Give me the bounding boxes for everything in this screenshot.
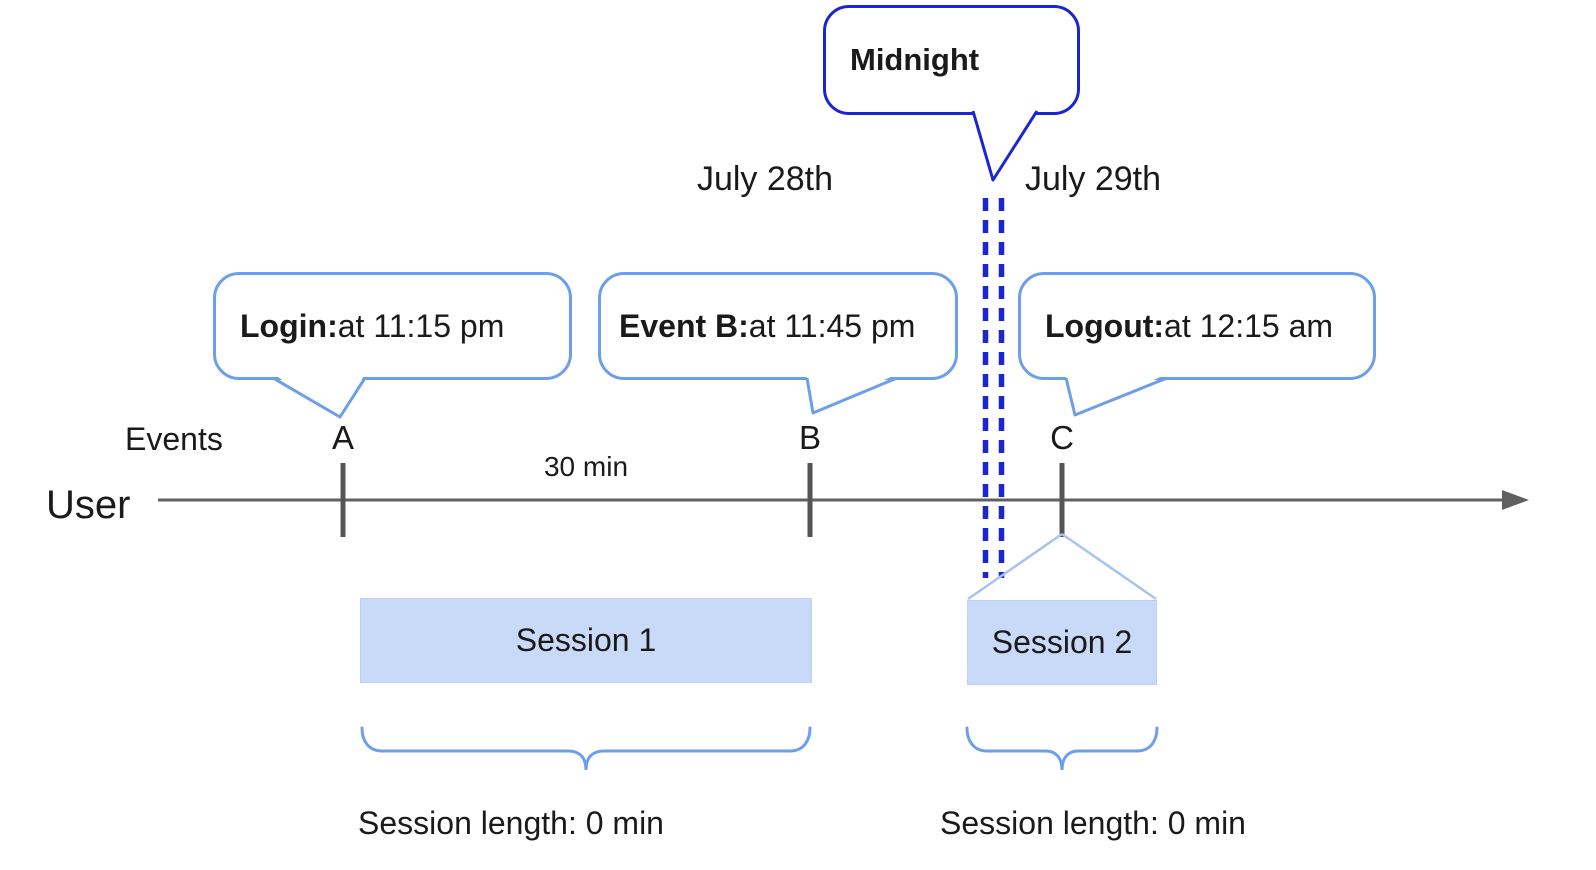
event-marker-b: B — [798, 419, 821, 456]
event-marker-c: C — [1050, 419, 1074, 456]
logout-bubble-tail — [1064, 374, 1168, 417]
logout-callout-detail: at 12:15 am — [1164, 307, 1334, 344]
events-row-label: Events — [125, 421, 223, 457]
session-1-label: Session 1 — [515, 622, 657, 658]
logout-callout-title: Logout: — [1045, 307, 1165, 344]
date-label-july-29: July 29th — [1024, 160, 1162, 198]
session-1-box: Session 1 — [360, 598, 812, 683]
midnight-callout-bubble: Midnight — [823, 5, 1080, 115]
login-callout-detail: at 11:15 pm — [337, 307, 505, 344]
session-2-box: Session 2 — [967, 600, 1157, 685]
session-2-brace — [965, 726, 1159, 771]
logout-callout-bubble: Logout: at 12:15 am — [1018, 272, 1376, 380]
login-callout-title: Login: — [240, 307, 338, 344]
session-2-label: Session 2 — [991, 624, 1133, 660]
session-2-connector-left — [967, 532, 1063, 601]
session-1-brace — [360, 726, 812, 771]
session-2-connector-right — [1061, 532, 1157, 601]
midnight-callout-label: Midnight — [850, 42, 980, 77]
session-2-length-label: Session length: 0 min — [940, 805, 1246, 841]
timeline-arrowhead — [1502, 490, 1529, 510]
event-marker-a: A — [331, 419, 354, 456]
login-callout-bubble: Login: at 11:15 pm — [213, 272, 572, 380]
event-b-callout-detail: at 11:45 pm — [748, 307, 916, 344]
login-bubble-tail — [272, 374, 367, 419]
user-axis-label: User — [46, 483, 131, 527]
event-b-callout-bubble: Event B: at 11:45 pm — [598, 272, 958, 380]
event-b-callout-title: Event B: — [619, 307, 749, 344]
session-1-length-label: Session length: 0 min — [358, 805, 664, 841]
interval-label-30min: 30 min — [543, 451, 629, 482]
date-label-july-28: July 28th — [696, 160, 834, 198]
